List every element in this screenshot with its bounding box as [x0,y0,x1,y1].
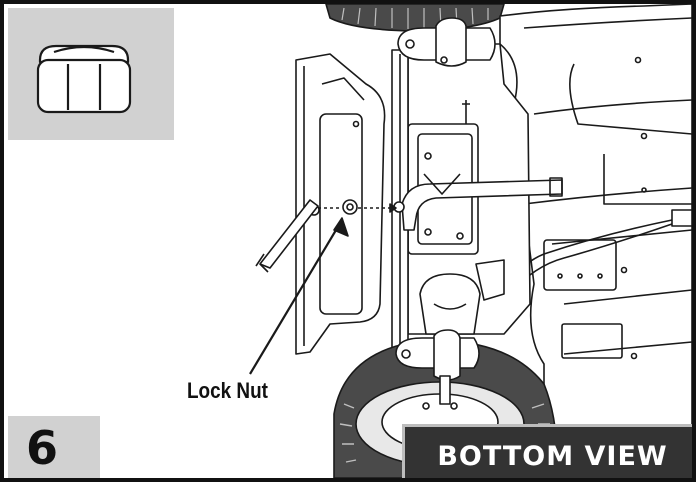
lock-nut-icon [36,44,132,114]
body-box-a [543,239,617,291]
rivet [577,273,583,279]
rivet [557,273,563,279]
assembly-illustration [249,4,692,478]
lock-nut-hole [346,203,354,211]
view-label-box: BOTTOM VIEW [402,424,692,478]
bolt-hole [456,232,464,240]
rod-tip [255,253,269,273]
callout-arrowhead [333,217,349,237]
rod-end [549,177,563,197]
steering-rod [401,179,563,231]
rod-clip [423,173,461,195]
bolt-hole [424,152,432,160]
rivet [641,187,647,193]
body-panel-upper [523,17,692,205]
pin [462,100,470,124]
assembly-arrow [389,203,397,213]
rivet [597,273,603,279]
bent-rod [259,199,319,269]
rivet [640,132,648,140]
body-box-b [561,323,623,359]
spindle-hole [440,56,448,64]
lug [422,402,430,410]
spindle-hole [405,39,415,49]
plate-hole [352,120,360,128]
callout-leader [249,219,343,375]
body-recess [569,63,692,205]
axle-stub [439,375,451,405]
lower-bracket-cone [433,303,467,310]
step-number-box: 6 [8,416,100,478]
parts-callout-box [8,8,174,140]
spindle-hole [401,349,411,359]
top-tire [325,4,505,32]
step-number: 6 [26,421,59,475]
lug [450,402,458,410]
lower-bracket [419,273,481,335]
upper-hub [435,17,467,67]
lower-hub [433,329,461,381]
connector [671,209,692,227]
rivet [630,352,638,360]
bolt-hole [424,228,432,236]
tire-tread [339,403,551,463]
body-panel-lower [551,229,692,355]
rivet [620,266,628,274]
lock-nut-label: Lock Nut [187,378,268,403]
rivet [634,56,642,64]
top-tire-tread [341,7,489,29]
side-plate-slot [319,113,363,315]
view-label: BOTTOM VIEW [437,441,668,472]
mount-tab [475,259,505,301]
lock-nut-part [342,199,358,215]
side-plate-cut [321,77,365,101]
